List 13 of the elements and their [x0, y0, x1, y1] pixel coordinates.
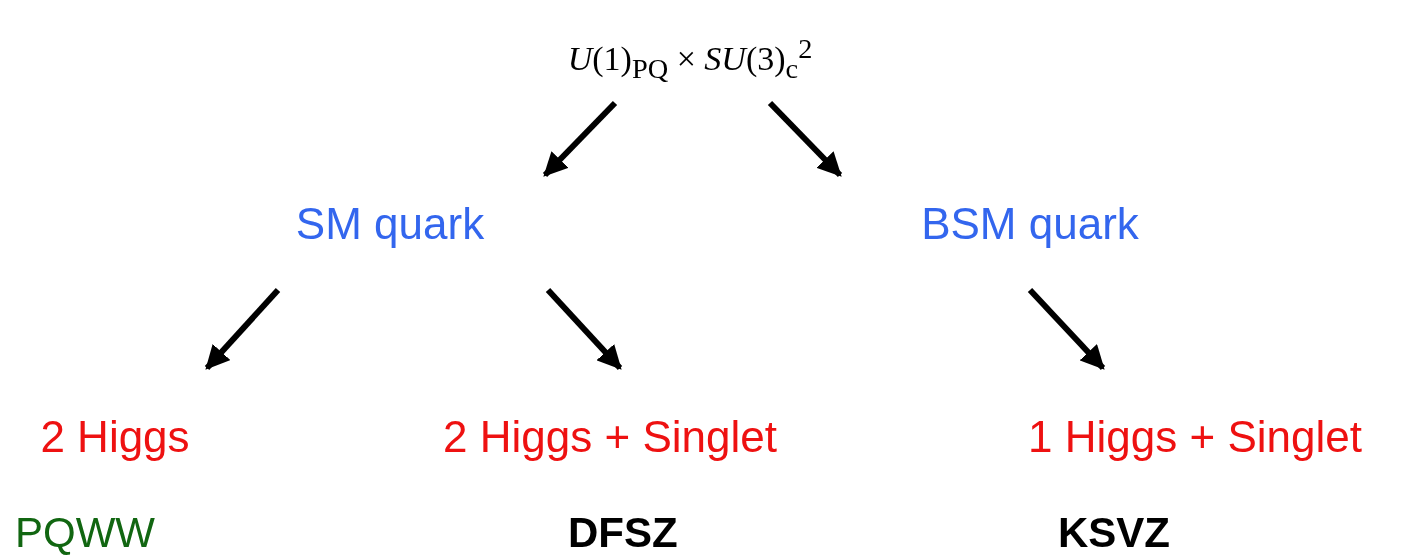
model-name: PQWW — [15, 510, 155, 557]
model-text: 1 Higgs + Singlet — [1027, 413, 1363, 462]
arrow — [204, 288, 281, 370]
category-text: SM quark — [294, 200, 486, 249]
arrow — [1027, 287, 1106, 371]
model-text: 2 Higgs + Singlet — [442, 413, 778, 462]
model-name: DFSZ — [568, 510, 678, 557]
model-name: KSVZ — [1058, 510, 1170, 557]
model-text: 2 Higgs — [39, 413, 191, 462]
arrow — [545, 287, 623, 371]
category-text: BSM quark — [920, 200, 1140, 249]
arrow — [767, 100, 843, 178]
arrow — [542, 100, 618, 178]
